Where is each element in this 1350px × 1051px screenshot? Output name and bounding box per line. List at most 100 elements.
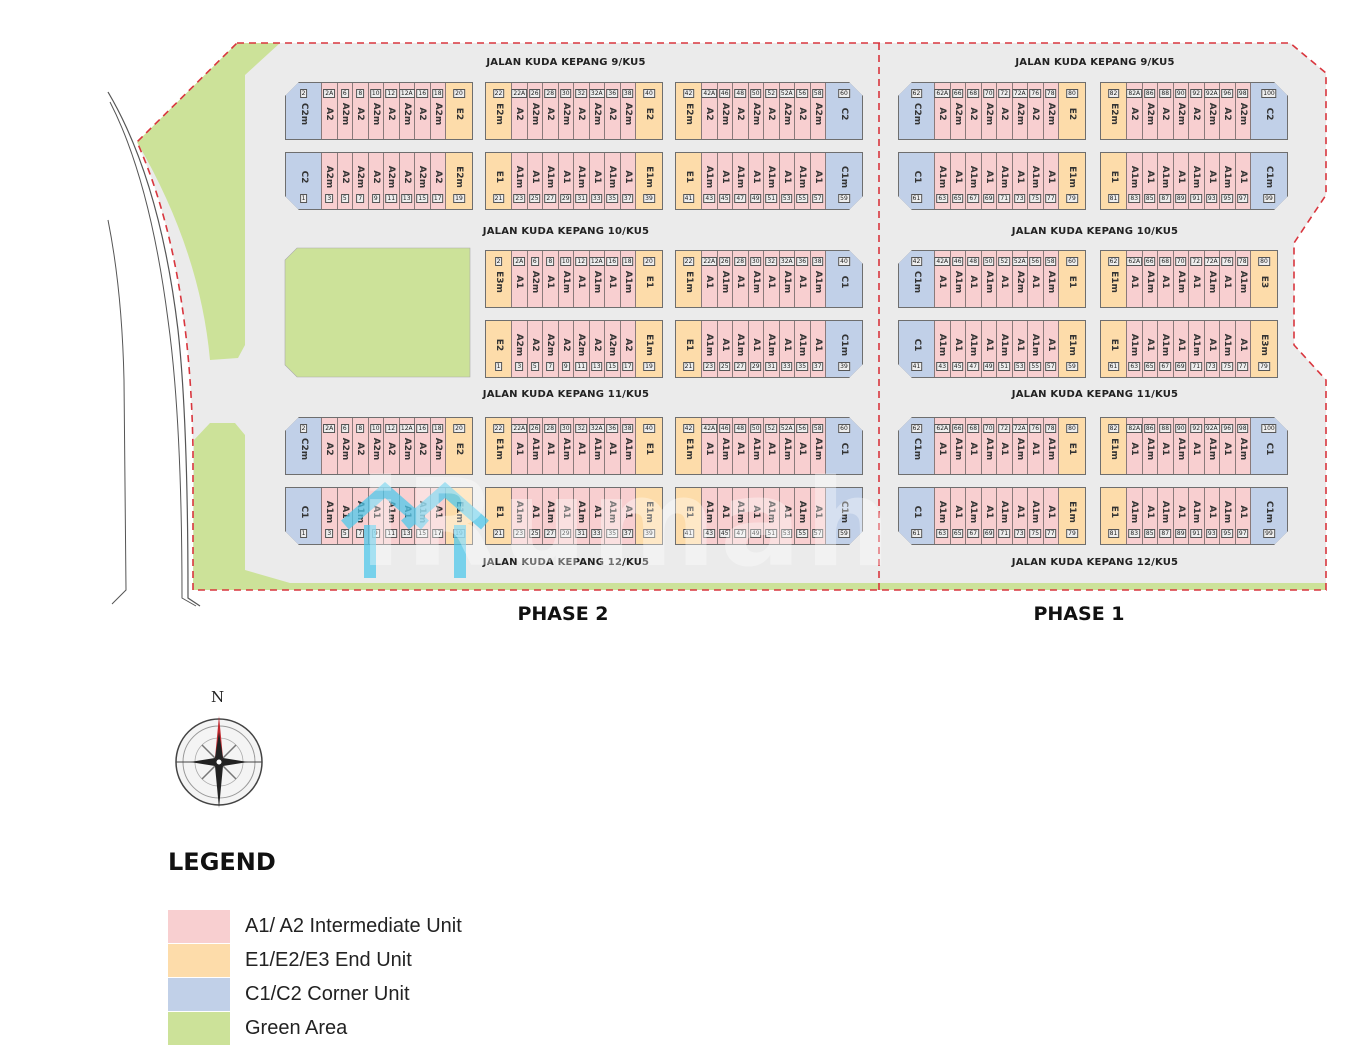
house-unit[interactable]: 2AA1 xyxy=(512,251,528,307)
house-unit[interactable]: 67A1m xyxy=(966,153,982,209)
house-unit[interactable]: 61C1 xyxy=(899,153,935,209)
house-unit[interactable]: 72A2 xyxy=(997,83,1013,139)
house-unit[interactable]: 22E1m xyxy=(676,251,702,307)
house-unit[interactable]: 9A2 xyxy=(369,153,385,209)
house-unit[interactable]: 15A1m xyxy=(415,488,431,544)
house-unit[interactable]: 43A1m xyxy=(702,153,718,209)
house-unit[interactable]: 2C2m xyxy=(286,83,322,139)
house-unit[interactable]: 11A2m xyxy=(574,321,590,377)
house-unit[interactable]: 39E1m xyxy=(636,488,662,544)
house-unit[interactable]: 77A1 xyxy=(1235,321,1251,377)
house-unit[interactable]: 25A1 xyxy=(718,321,734,377)
house-unit[interactable]: 32AA1m xyxy=(588,418,605,474)
house-unit[interactable]: 86A2m xyxy=(1143,83,1159,139)
house-unit[interactable]: 82AA1 xyxy=(1127,418,1143,474)
house-unit[interactable]: 88A2 xyxy=(1158,83,1174,139)
house-unit[interactable]: 62C2m xyxy=(899,83,935,139)
house-unit[interactable]: 72AA2m xyxy=(1011,83,1028,139)
house-unit[interactable]: 95A1m xyxy=(1220,153,1236,209)
house-unit[interactable]: 52AA2m xyxy=(1011,251,1028,307)
house-unit[interactable]: 59C1m xyxy=(826,153,862,209)
house-unit[interactable]: 70A1m xyxy=(981,418,997,474)
house-unit[interactable]: 53A1 xyxy=(780,153,796,209)
house-unit[interactable]: 80E2 xyxy=(1059,83,1085,139)
house-unit[interactable]: 81E1 xyxy=(1101,488,1127,544)
house-unit[interactable]: 10A2m xyxy=(368,83,384,139)
house-unit[interactable]: 50A1m xyxy=(981,251,997,307)
house-unit[interactable]: 23A1m xyxy=(702,321,718,377)
house-unit[interactable]: 3A1m xyxy=(322,488,338,544)
house-unit[interactable]: 67A1m xyxy=(1158,321,1174,377)
house-unit[interactable]: 41E1 xyxy=(676,153,702,209)
house-unit[interactable]: 37A1 xyxy=(620,153,636,209)
house-unit[interactable]: 52A2 xyxy=(764,83,780,139)
house-unit[interactable]: 67A1m xyxy=(966,488,982,544)
house-unit[interactable]: 8A1 xyxy=(543,251,559,307)
house-unit[interactable]: 15A2m xyxy=(605,321,621,377)
house-unit[interactable]: 70A1m xyxy=(1173,251,1189,307)
house-unit[interactable]: 98A1m xyxy=(1236,418,1252,474)
house-unit[interactable]: 43A1m xyxy=(935,321,951,377)
house-unit[interactable]: 55A1m xyxy=(795,153,811,209)
house-unit[interactable]: 52A1 xyxy=(997,251,1013,307)
house-unit[interactable]: 1C2 xyxy=(286,153,322,209)
house-unit[interactable]: 73A1 xyxy=(1204,321,1220,377)
house-unit[interactable]: 26A2m xyxy=(527,83,543,139)
house-unit[interactable]: 42E2m xyxy=(676,83,702,139)
house-unit[interactable]: 5A2 xyxy=(338,153,354,209)
house-unit[interactable]: 75A1m xyxy=(1028,488,1044,544)
house-unit[interactable]: 92AA2m xyxy=(1205,83,1221,139)
house-unit[interactable]: 12A1 xyxy=(574,251,590,307)
house-unit[interactable]: 32A1 xyxy=(764,251,780,307)
house-unit[interactable]: 75A1m xyxy=(1220,321,1236,377)
house-unit[interactable]: 99C1m xyxy=(1251,488,1287,544)
house-unit[interactable]: 85A1 xyxy=(1143,488,1159,544)
house-unit[interactable]: 5A2 xyxy=(527,321,543,377)
house-unit[interactable]: 28A1 xyxy=(543,418,559,474)
house-unit[interactable]: 52A1 xyxy=(764,418,780,474)
house-unit[interactable]: 18A2m xyxy=(430,418,446,474)
house-unit[interactable]: 22E2m xyxy=(486,83,512,139)
house-unit[interactable]: 12AA2m xyxy=(398,83,415,139)
house-unit[interactable]: 40C1 xyxy=(826,251,862,307)
house-unit[interactable]: 15A2m xyxy=(415,153,431,209)
house-unit[interactable]: 6A2m xyxy=(337,83,353,139)
house-unit[interactable]: 80E1 xyxy=(1059,418,1085,474)
house-unit[interactable]: 1C1 xyxy=(286,488,322,544)
house-unit[interactable]: 35A1m xyxy=(605,153,621,209)
house-unit[interactable]: 58A2m xyxy=(811,83,827,139)
house-unit[interactable]: 21E1 xyxy=(676,321,702,377)
house-unit[interactable]: 33A1 xyxy=(589,488,605,544)
house-unit[interactable]: 85A1 xyxy=(1143,153,1159,209)
house-unit[interactable]: 66A2m xyxy=(950,83,966,139)
house-unit[interactable]: 42C1m xyxy=(899,251,935,307)
house-unit[interactable]: 13A2 xyxy=(400,153,416,209)
house-unit[interactable]: 92AA1m xyxy=(1205,418,1221,474)
house-unit[interactable]: 46A1m xyxy=(950,251,966,307)
house-unit[interactable]: 53A1 xyxy=(1013,321,1029,377)
house-unit[interactable]: 9A2 xyxy=(558,321,574,377)
house-unit[interactable]: 33A1 xyxy=(589,153,605,209)
house-unit[interactable]: 42AA1 xyxy=(934,251,951,307)
house-unit[interactable]: 78A1m xyxy=(1043,418,1059,474)
house-unit[interactable]: 40E2 xyxy=(636,83,662,139)
house-unit[interactable]: 7A2m xyxy=(543,321,559,377)
house-unit[interactable]: 26A1m xyxy=(718,251,734,307)
house-unit[interactable]: 41E1 xyxy=(676,488,702,544)
house-unit[interactable]: 72A1 xyxy=(1189,251,1205,307)
house-unit[interactable]: 76A1 xyxy=(1220,251,1236,307)
house-unit[interactable]: 19E1m xyxy=(446,488,472,544)
house-unit[interactable]: 1E2 xyxy=(486,321,512,377)
house-unit[interactable]: 100C2 xyxy=(1251,83,1287,139)
house-unit[interactable]: 65A1 xyxy=(1142,321,1158,377)
house-unit[interactable]: 90A2m xyxy=(1174,83,1190,139)
house-unit[interactable]: 87A1m xyxy=(1158,153,1174,209)
house-unit[interactable]: 17A2 xyxy=(620,321,636,377)
house-unit[interactable]: 61C1 xyxy=(899,488,935,544)
house-unit[interactable]: 23A1m xyxy=(512,488,528,544)
house-unit[interactable]: 52AA2m xyxy=(780,83,796,139)
house-unit[interactable]: 59C1m xyxy=(826,488,862,544)
house-unit[interactable]: 35A1m xyxy=(605,488,621,544)
house-unit[interactable]: 69A1 xyxy=(1173,321,1189,377)
house-unit[interactable]: 32A1 xyxy=(574,418,590,474)
